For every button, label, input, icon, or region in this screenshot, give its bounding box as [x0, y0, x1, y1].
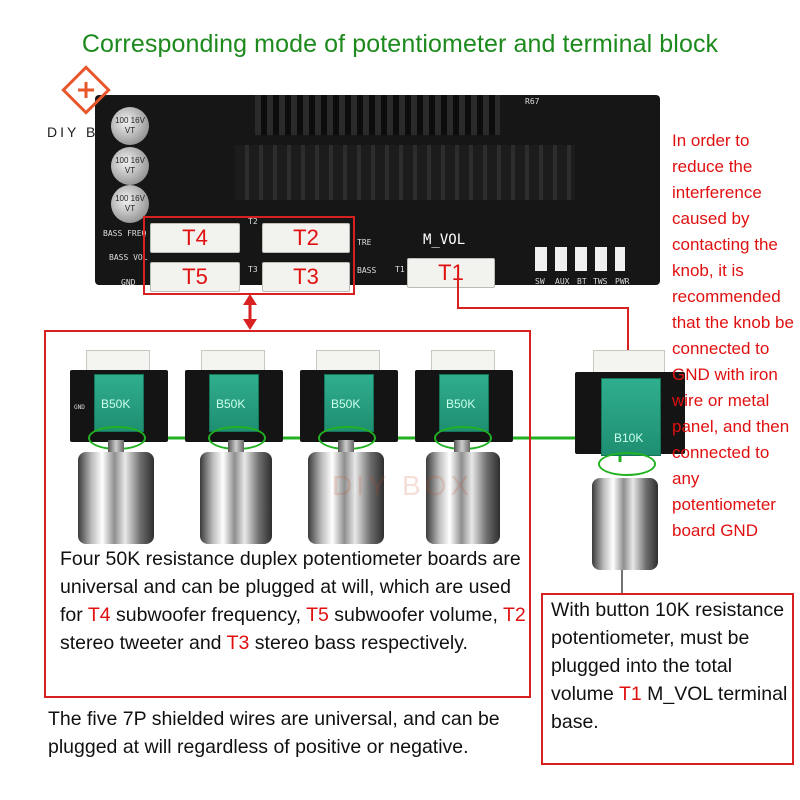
capacitor: 100 16V VT	[111, 147, 149, 185]
silk-m-vol: M_VOL	[423, 232, 466, 248]
heatsink	[255, 95, 500, 135]
logo-text: DIY B	[47, 124, 99, 140]
volume-pot-box	[541, 593, 794, 765]
knob	[200, 452, 272, 544]
smd-components	[235, 145, 575, 200]
silk-bt: BT	[577, 277, 587, 286]
label-t1: T1	[618, 683, 642, 705]
amplifier-board: 100 16V VT 100 16V VT 100 16V VT BASS FR…	[95, 95, 660, 287]
pot-description: Four 50K resistance duplex potentiometer…	[60, 548, 526, 654]
potentiometer-board-10k: B10K	[575, 350, 685, 460]
volume-pot-description: With button 10K resistance potentiometer…	[551, 599, 788, 733]
silk-t1: T1	[395, 265, 405, 274]
terminal-group-box	[143, 216, 355, 295]
terminal-t1: T1	[407, 258, 495, 288]
silk-tre: TRE	[357, 238, 372, 247]
label-t3: T3	[226, 632, 250, 654]
label-t4: T4	[87, 604, 111, 626]
page-title: Corresponding mode of potentiometer and …	[81, 30, 719, 58]
pot-shaft	[338, 440, 354, 454]
pot-shaft	[228, 440, 244, 454]
silk-bass-freq: BASS FREQ	[103, 229, 147, 238]
watermark: DIY BOX	[332, 470, 474, 501]
silk-gnd: GND	[121, 278, 136, 287]
silk-bass-vol: BASS VOL	[109, 253, 148, 262]
pot-shaft	[108, 440, 124, 454]
silk-r67: R67	[525, 97, 540, 106]
knob	[592, 478, 658, 570]
capacitor: 100 16V VT	[111, 185, 149, 223]
capacitor: 100 16V VT	[111, 107, 149, 145]
silk-t3: T3	[248, 265, 258, 274]
wire-note: The five 7P shielded wires are universal…	[48, 708, 500, 758]
terminal-t4: T4	[150, 223, 240, 253]
potentiometer-board-4: B50K	[415, 350, 513, 442]
terminal-t5: T5	[150, 262, 240, 292]
silk-tws: TWS	[593, 277, 608, 286]
ground-ring	[598, 452, 656, 476]
silk-t2: T2	[248, 217, 258, 226]
silk-bass: BASS	[357, 266, 377, 275]
terminal-t3: T3	[262, 262, 350, 292]
jumper-headers	[535, 247, 625, 271]
potentiometer-board-2: B50K	[185, 350, 283, 442]
label-t5: T5	[306, 604, 329, 626]
grounding-note: In order to reduce the interference caus…	[672, 131, 794, 540]
label-t2: T2	[503, 604, 526, 626]
silk-aux: AUX	[555, 277, 570, 286]
pot-shaft	[454, 440, 470, 454]
knob	[426, 452, 500, 544]
knob	[308, 452, 384, 544]
diy-box-logo-icon	[56, 60, 116, 120]
silk-pwr: PWR	[615, 277, 630, 286]
knob	[78, 452, 154, 544]
terminal-t2: T2	[262, 223, 350, 253]
silk-sw: SW	[535, 277, 545, 286]
universal-pot-box	[44, 330, 531, 698]
